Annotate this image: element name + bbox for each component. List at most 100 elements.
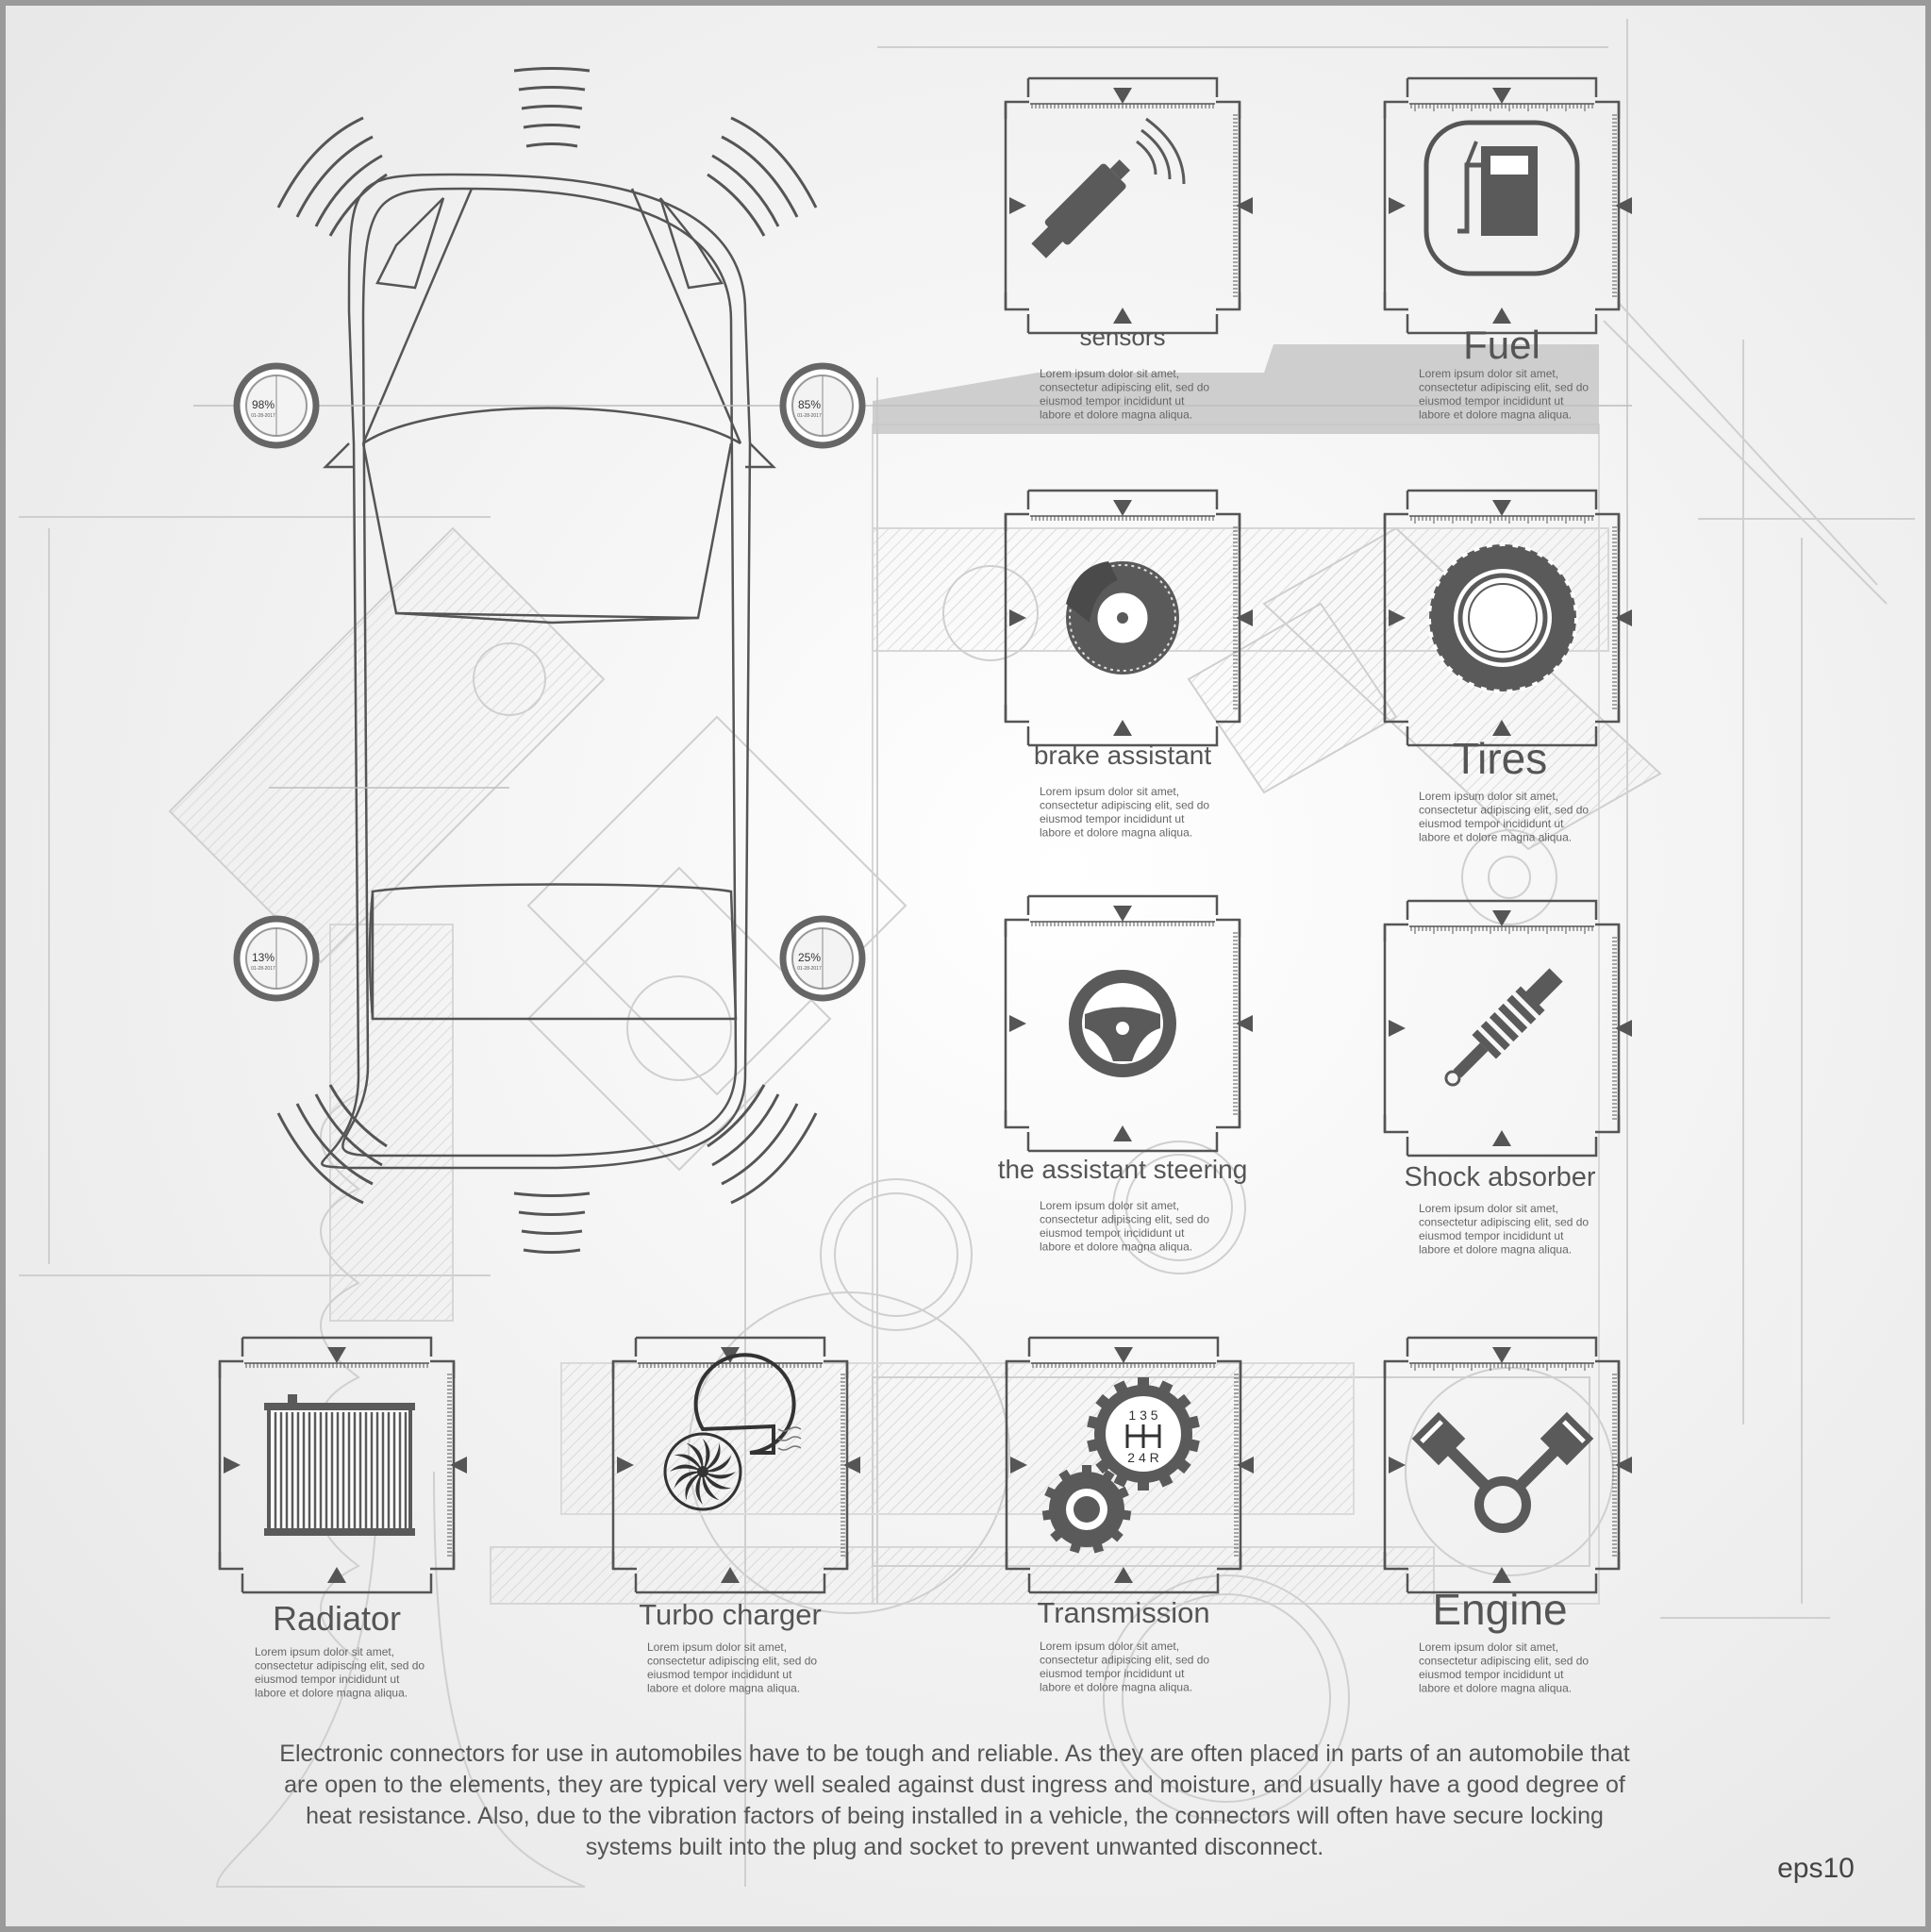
lorem-line: consectetur adipiscing elit, sed do	[1040, 381, 1209, 394]
gauge-date: 01-28-2017	[797, 413, 822, 419]
lorem-line: eiusmod tempor incididunt ut	[1040, 1226, 1185, 1240]
sensor-icon	[1031, 117, 1186, 258]
label-radiator: Radiator	[273, 1599, 401, 1638]
gauge-rear-left: 13% 01-28-2017	[233, 915, 320, 1002]
lorem-text: Lorem ipsum dolor sit amet,consectetur a…	[647, 1641, 817, 1695]
gauge-front-right: 85% 01-28-2017	[779, 362, 866, 449]
lorem-line: Lorem ipsum dolor sit amet,	[255, 1645, 394, 1658]
label-engine: Engine	[1432, 1585, 1567, 1634]
gauge-value: 25%	[798, 951, 821, 964]
icon-frame	[1383, 899, 1632, 1158]
radiator-icon	[264, 1394, 415, 1536]
gauge-front-left: 98% 01-28-2017	[233, 362, 320, 449]
bottom-line-3: heat resistance. Also, due to the vibrat…	[306, 1803, 1604, 1829]
lorem-text: Lorem ipsum dolor sit amet,consectetur a…	[1040, 367, 1209, 422]
lorem-line: Lorem ipsum dolor sit amet,	[1040, 1199, 1179, 1212]
lorem-line: consectetur adipiscing elit, sed do	[1419, 381, 1589, 394]
lorem-line: consectetur adipiscing elit, sed do	[1419, 1655, 1589, 1668]
label-turbo-charger: Turbo charger	[639, 1598, 822, 1631]
lorem-line: Lorem ipsum dolor sit amet,	[1040, 367, 1179, 380]
lorem-line: eiusmod tempor incididunt ut	[1040, 1667, 1185, 1680]
lorem-line: consectetur adipiscing elit, sed do	[255, 1659, 424, 1673]
lorem-text: Lorem ipsum dolor sit amet,consectetur a…	[1040, 1640, 1209, 1694]
lorem-line: consectetur adipiscing elit, sed do	[647, 1655, 817, 1668]
brake-disc-icon	[1066, 561, 1179, 675]
steering-wheel-icon	[1069, 970, 1176, 1077]
icon-frame	[1004, 489, 1253, 747]
lorem-text: Lorem ipsum dolor sit amet,consectetur a…	[255, 1645, 424, 1700]
lorem-line: consectetur adipiscing elit, sed do	[1040, 1213, 1209, 1226]
gauge-rear-right: 25% 01-28-2017	[779, 915, 866, 1002]
lorem-line: Lorem ipsum dolor sit amet,	[1419, 1202, 1558, 1215]
lorem-line: eiusmod tempor incididunt ut	[647, 1668, 792, 1681]
lorem-line: eiusmod tempor incididunt ut	[1419, 817, 1564, 830]
gearbox-icon: 1 3 5 2 4 R	[1041, 1377, 1200, 1554]
gauge-date: 01-28-2017	[797, 966, 822, 972]
gray-bar	[873, 344, 1599, 434]
lorem-line: consectetur adipiscing elit, sed do	[1419, 804, 1589, 817]
icon-frame	[218, 1336, 467, 1594]
bottom-line-1: Electronic connectors for use in automob…	[279, 1740, 1629, 1767]
lorem-blocks: Lorem ipsum dolor sit amet,consectetur a…	[255, 367, 1589, 1700]
lorem-text: Lorem ipsum dolor sit amet,consectetur a…	[1419, 1641, 1589, 1695]
icon-frame	[1005, 1336, 1254, 1594]
lorem-line: labore et dolore magna aliqua.	[1419, 831, 1572, 844]
icon-frame	[1383, 489, 1632, 747]
lorem-line: eiusmod tempor incididunt ut	[1040, 812, 1185, 825]
lorem-text: Lorem ipsum dolor sit amet,consectetur a…	[1419, 790, 1589, 844]
lorem-line: consectetur adipiscing elit, sed do	[1419, 1216, 1589, 1229]
icon-frame	[1383, 76, 1632, 335]
lorem-line: eiusmod tempor incididunt ut	[1419, 1668, 1564, 1681]
shock-absorber-icon	[1444, 968, 1563, 1087]
icon-frame	[1383, 1336, 1632, 1594]
lorem-line: eiusmod tempor incididunt ut	[1040, 394, 1185, 408]
bottom-line-4: systems built into the plug and socket t…	[586, 1834, 1323, 1860]
icon-frame	[611, 1336, 860, 1594]
label-transmission: Transmission	[1037, 1596, 1209, 1629]
icon-frame	[1004, 894, 1253, 1153]
lorem-text: Lorem ipsum dolor sit amet,consectetur a…	[1419, 1202, 1589, 1257]
fuel-pump-icon	[1423, 120, 1580, 276]
gear-numbers-bottom: 2 4 R	[1127, 1450, 1158, 1465]
sensor-waves	[276, 67, 818, 1254]
icon-frame	[1004, 76, 1253, 335]
label-shock-absorber: Shock absorber	[1404, 1162, 1595, 1192]
lorem-line: labore et dolore magna aliqua.	[1040, 1241, 1192, 1254]
tire-icon	[1427, 542, 1578, 693]
label-fuel: Fuel	[1463, 323, 1540, 367]
lorem-text: Lorem ipsum dolor sit amet,consectetur a…	[1040, 785, 1209, 840]
lorem-text: Lorem ipsum dolor sit amet,consectetur a…	[1040, 1199, 1209, 1254]
lorem-line: consectetur adipiscing elit, sed do	[1040, 799, 1209, 812]
gauge-date: 01-28-2017	[251, 413, 275, 419]
lorem-line: labore et dolore magna aliqua.	[1040, 1681, 1192, 1694]
turbocharger-icon	[663, 1353, 802, 1511]
lorem-line: Lorem ipsum dolor sit amet,	[1419, 790, 1558, 803]
lorem-line: Lorem ipsum dolor sit amet,	[1419, 367, 1558, 380]
lorem-line: eiusmod tempor incididunt ut	[255, 1673, 400, 1686]
bottom-line-2: are open to the elements, they are typic…	[284, 1772, 1625, 1798]
car-outline	[193, 173, 1632, 1170]
gauge-date: 01-28-2017	[251, 966, 275, 972]
lorem-line: labore et dolore magna aliqua.	[255, 1687, 408, 1700]
format-tag: eps10	[1777, 1853, 1855, 1884]
gauge-value: 98%	[252, 398, 275, 411]
lorem-line: Lorem ipsum dolor sit amet,	[1419, 1641, 1558, 1654]
lorem-line: labore et dolore magna aliqua.	[1419, 1682, 1572, 1695]
lorem-line: labore et dolore magna aliqua.	[1419, 408, 1572, 422]
gauge-value: 13%	[252, 951, 275, 964]
lorem-line: labore et dolore magna aliqua.	[1040, 826, 1192, 840]
lorem-line: Lorem ipsum dolor sit amet,	[647, 1641, 787, 1654]
label-steering: the assistant steering	[998, 1155, 1248, 1184]
lorem-line: Lorem ipsum dolor sit amet,	[1040, 1640, 1179, 1653]
label-brake-assistant: brake assistant	[1034, 741, 1212, 770]
icon-frames	[218, 76, 1632, 1594]
lorem-line: Lorem ipsum dolor sit amet,	[1040, 785, 1179, 798]
gear-numbers-top: 1 3 5	[1128, 1407, 1157, 1423]
lorem-line: consectetur adipiscing elit, sed do	[1040, 1654, 1209, 1667]
bottom-paragraph: Electronic connectors for use in automob…	[279, 1740, 1629, 1860]
lorem-line: eiusmod tempor incididunt ut	[1419, 394, 1564, 408]
label-tires: Tires	[1453, 734, 1548, 783]
lorem-line: labore et dolore magna aliqua.	[1419, 1243, 1572, 1257]
